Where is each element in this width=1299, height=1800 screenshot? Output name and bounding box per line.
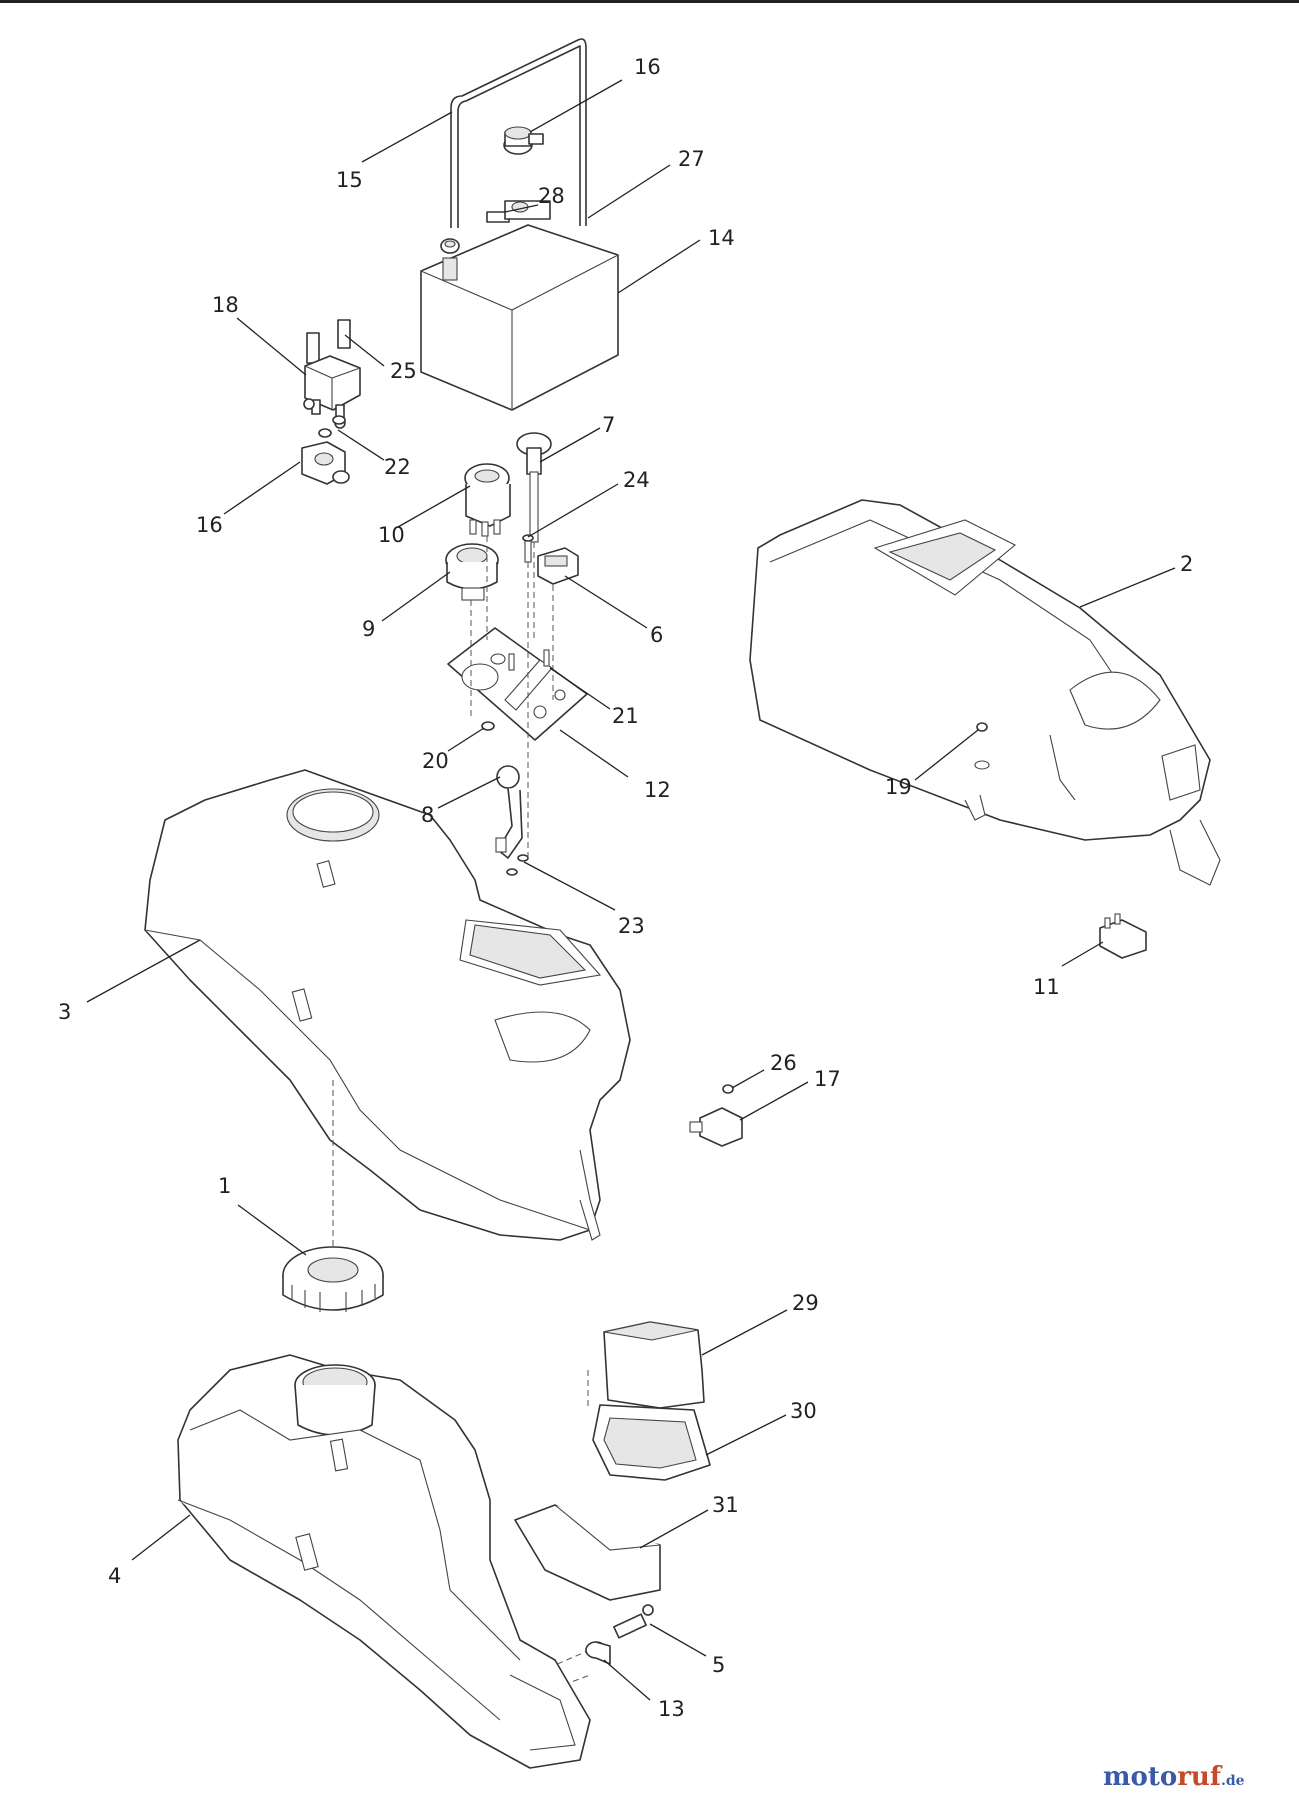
callout-24: 24 [623,468,650,492]
part-23-nuts [506,854,529,876]
part-1-fuel-cap [282,1246,384,1312]
part-6-switch [537,547,579,585]
callout-18: 18 [212,293,239,317]
part-3-fender-body [144,769,631,1241]
part-18-solenoid [303,319,361,429]
callout-16-lower: 16 [196,513,223,537]
callout-26: 26 [770,1051,797,1075]
watermark-part-2: ruf [1177,1762,1222,1792]
callout-4: 4 [108,1564,121,1588]
part-26-nut [722,1084,734,1094]
callout-30: 30 [790,1399,817,1423]
callout-16-top: 16 [634,55,661,79]
part-2-rear-panel [749,499,1221,886]
part-9-pto-switch [445,543,499,601]
part-8-lever [495,765,523,859]
callout-21: 21 [612,704,639,728]
part-29-cover [603,1321,705,1409]
callout-25: 25 [390,359,417,383]
exploded-view-dashes [332,536,591,1693]
top-border-line [0,0,1299,3]
part-19-screw [974,722,990,770]
callout-11: 11 [1033,975,1060,999]
part-16-clamp-lower [301,441,350,485]
callout-9: 9 [362,617,375,641]
callout-19: 19 [885,775,912,799]
part-7-knob [516,432,552,543]
part-28-terminal-bolt [486,200,551,223]
watermark-logo: motoruf.de [1103,1762,1245,1792]
part-21-screws [508,649,550,671]
callout-29: 29 [792,1291,819,1315]
callout-31: 31 [712,1493,739,1517]
callout-10: 10 [378,523,405,547]
part-4-fuel-tank [177,1354,591,1769]
part-30-bezel [592,1404,711,1481]
callout-28: 28 [538,184,565,208]
callout-23: 23 [618,914,645,938]
part-5-valve [613,1604,654,1639]
callout-labels: 16 15 27 28 14 18 25 22 16 7 24 10 9 6 2… [58,55,1193,1721]
part-20-nut [481,721,495,731]
watermark-part-3: .de [1221,1773,1245,1789]
callout-6: 6 [650,623,663,647]
callout-14: 14 [708,226,735,250]
part-11-switch [1099,913,1147,959]
callout-22: 22 [384,455,411,479]
callout-7: 7 [602,413,615,437]
callout-13: 13 [658,1697,685,1721]
callout-27: 27 [678,147,705,171]
callout-5: 5 [712,1653,725,1677]
part-13-bushing [585,1641,611,1665]
part-31-plate [514,1504,661,1601]
callout-2: 2 [1180,552,1193,576]
callout-3: 3 [58,1000,71,1024]
part-17-switch [689,1107,743,1147]
part-12-dash-plate [447,627,588,741]
callout-17: 17 [814,1067,841,1091]
callout-12: 12 [644,778,671,802]
callout-20: 20 [422,749,449,773]
callout-15: 15 [336,168,363,192]
callout-8: 8 [421,803,434,827]
callout-1: 1 [218,1174,231,1198]
part-16-clamp-top [503,126,544,155]
part-10-key-switch [464,463,511,537]
part-14-battery [420,224,619,411]
watermark-part-1: moto [1103,1762,1178,1792]
part-22-nuts [318,415,346,438]
part-24-screw [522,534,534,563]
leader-lines [86,79,1176,1701]
